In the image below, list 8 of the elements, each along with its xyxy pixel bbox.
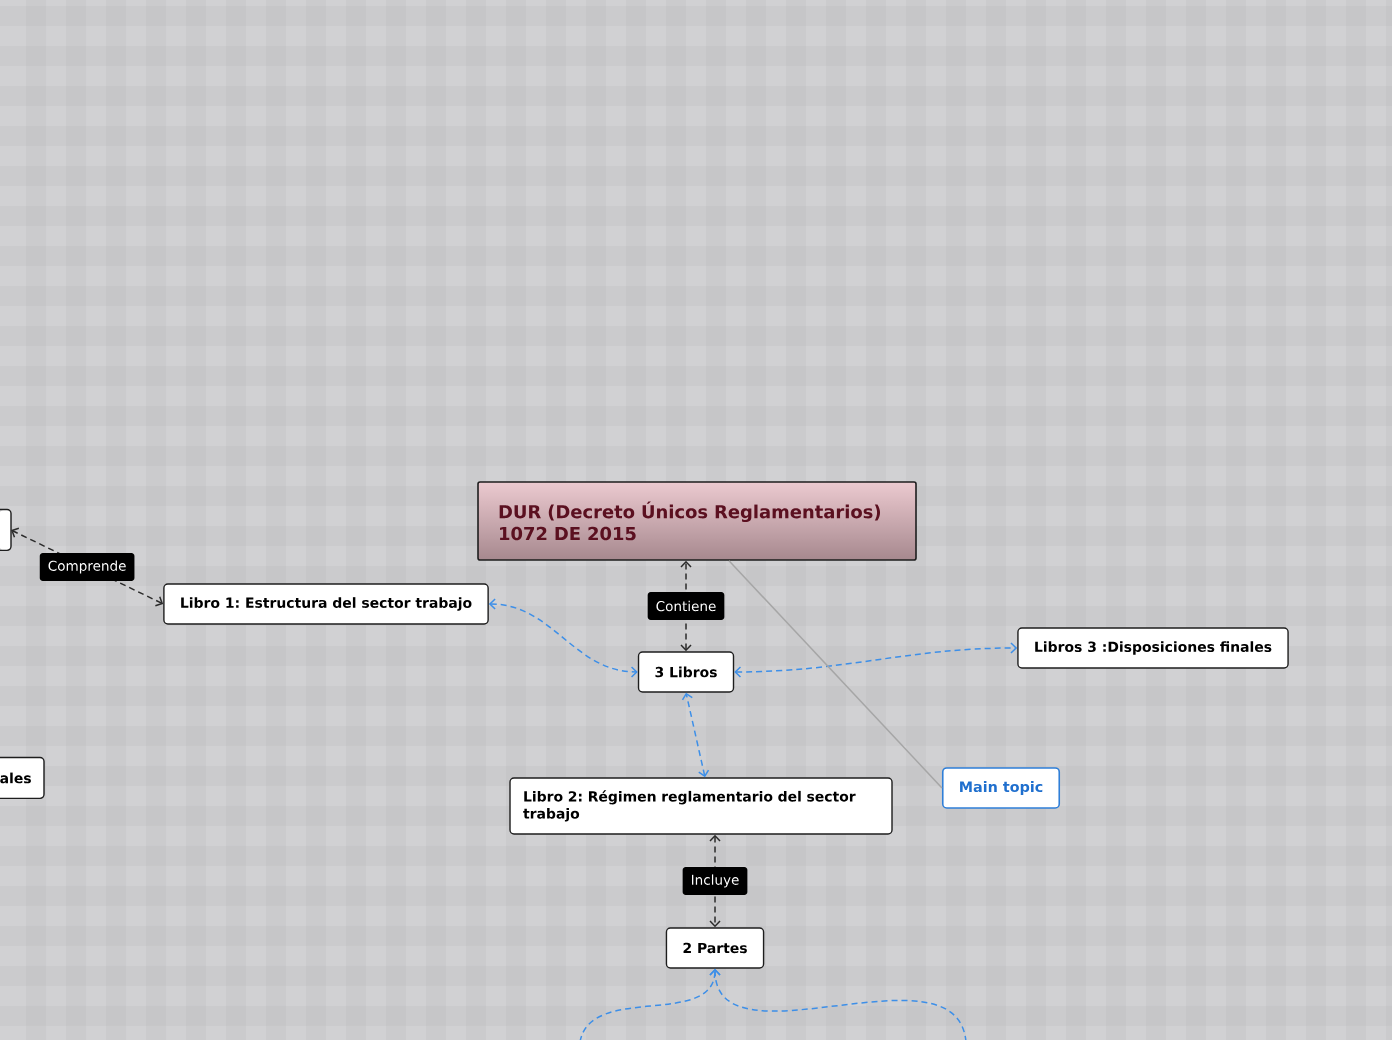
central-topic-box: DUR (Decreto Únicos Reglamentarios) 1072 DE 2015 — [477, 481, 917, 561]
connector-arrow — [680, 560, 692, 652]
connector-arrow — [734, 642, 1018, 678]
connector-arrow — [681, 692, 710, 778]
topic-box — [0, 508, 12, 552]
connector-line — [728, 560, 943, 789]
connector-arrow — [709, 968, 967, 1040]
connector-arrow — [488, 598, 638, 678]
